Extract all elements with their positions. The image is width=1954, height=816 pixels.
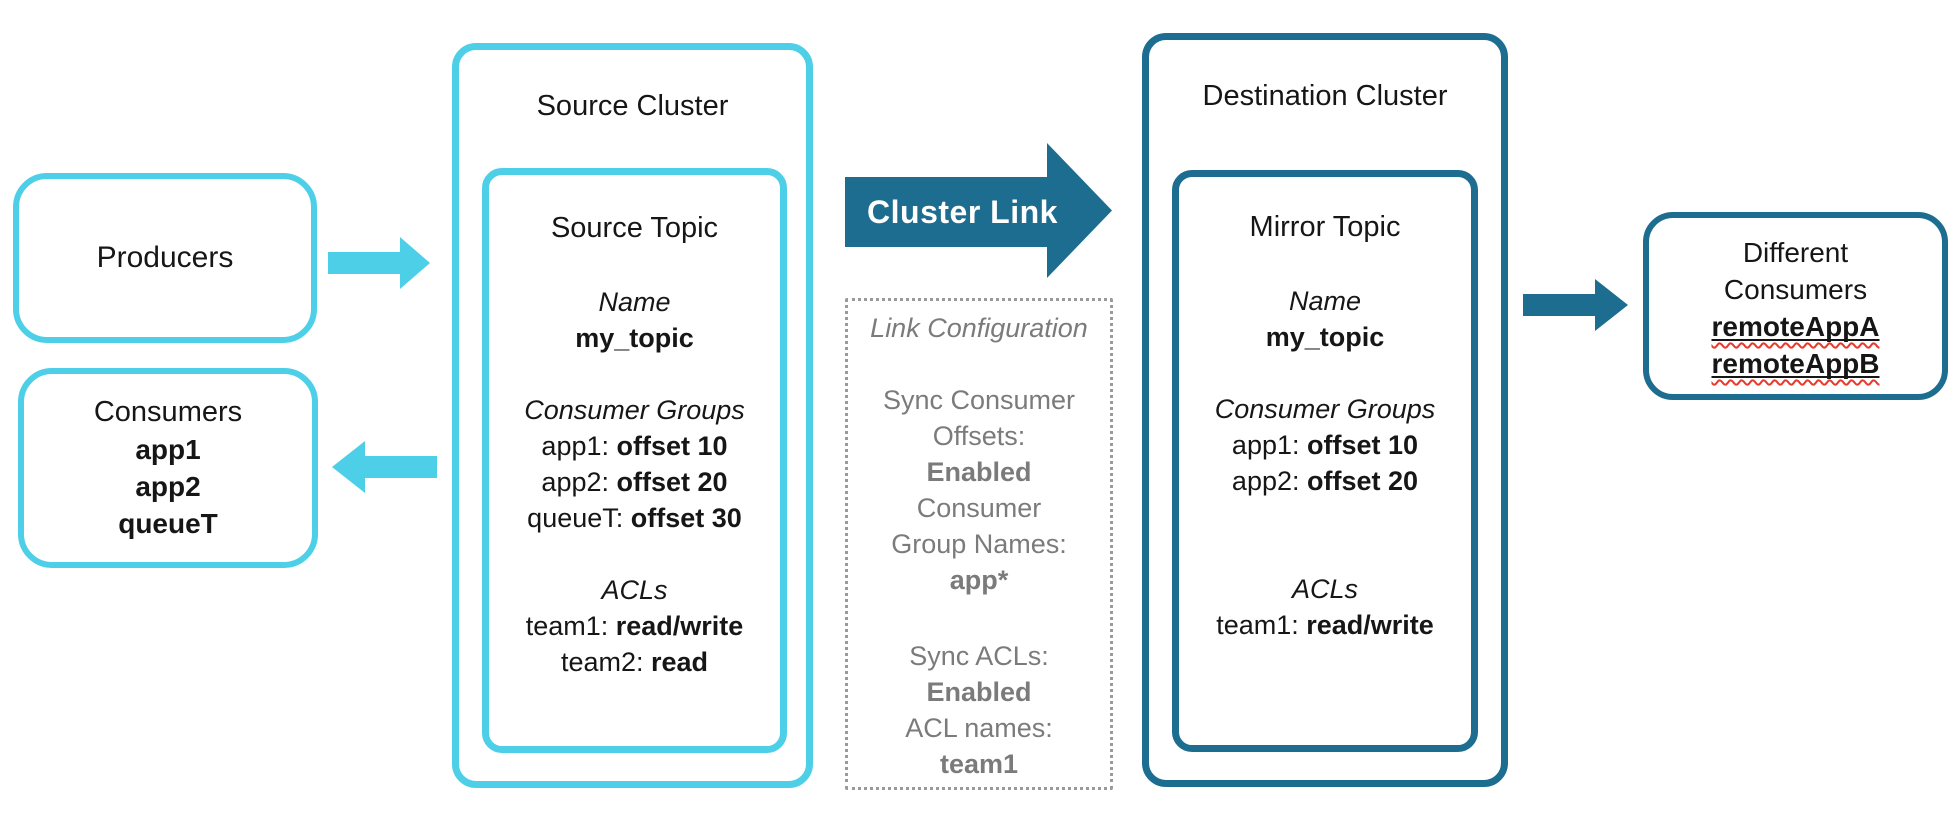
producers-to-source-arrow-icon xyxy=(328,237,430,289)
consumer-group-row: app2: offset 20 xyxy=(1231,466,1419,496)
consumer-group-row: app2: offset 20 xyxy=(541,467,728,497)
link-config-value: team1 xyxy=(939,749,1019,779)
consumer-group-row: app1: offset 10 xyxy=(1231,430,1419,460)
source-cluster-box: Source Cluster Source Topic Name my_topi… xyxy=(452,43,813,788)
acl-row: team2: read xyxy=(560,647,709,677)
consumer-name: app2 xyxy=(135,471,201,502)
topic-name: my_topic xyxy=(1265,322,1385,352)
consumer-name: queueT xyxy=(118,508,218,539)
different-consumers-box: Different Consumers remoteAppA remoteApp… xyxy=(1643,212,1948,400)
link-config-value: Enabled xyxy=(926,677,1032,707)
source-topic-title: Source Topic xyxy=(550,212,719,244)
link-config-line: ACL names: xyxy=(905,713,1053,743)
remote-consumer-name: remoteAppB xyxy=(1711,348,1880,379)
link-config-line: Sync Consumer xyxy=(882,385,1076,415)
name-heading: Name xyxy=(598,287,671,317)
mirror-topic-box: Mirror Topic Name my_topic Consumer Grou… xyxy=(1172,170,1478,752)
different-consumers-title: Consumers xyxy=(1723,274,1868,305)
name-heading: Name xyxy=(1288,286,1362,316)
link-config-line: Sync ACLs: xyxy=(909,641,1049,671)
acl-row: team1: read/write xyxy=(1216,610,1434,640)
destination-cluster-title: Destination Cluster xyxy=(1202,80,1448,112)
destination-to-remote-arrow-icon xyxy=(1523,279,1628,331)
consumer-name: app1 xyxy=(135,434,201,465)
link-config-line: Consumer xyxy=(916,493,1042,523)
acls-heading: ACLs xyxy=(601,575,668,605)
consumers-box: Consumers app1 app2 queueT xyxy=(18,368,318,568)
remote-consumer-name: remoteAppA xyxy=(1711,311,1880,342)
link-configuration-box: Link Configuration Sync Consumer Offsets… xyxy=(845,298,1113,790)
link-config-value: app* xyxy=(949,565,1009,595)
destination-cluster-box: Destination Cluster Mirror Topic Name my… xyxy=(1142,33,1508,787)
cluster-link-arrow-icon xyxy=(845,143,1112,278)
source-to-consumers-arrow-icon xyxy=(332,441,437,493)
consumer-group-row: app1: offset 10 xyxy=(541,431,728,461)
link-configuration-title: Link Configuration xyxy=(870,313,1088,343)
link-config-line: Group Names: xyxy=(891,529,1067,559)
link-config-line: Offsets: xyxy=(932,421,1026,451)
link-config-value: Enabled xyxy=(926,457,1032,487)
cluster-link-label: Cluster Link xyxy=(867,193,1058,230)
acl-row: team1: read/write xyxy=(525,611,744,641)
different-consumers-title: Different xyxy=(1742,237,1849,268)
acls-heading: ACLs xyxy=(1291,574,1359,604)
consumer-groups-heading: Consumer Groups xyxy=(524,395,745,425)
topic-name: my_topic xyxy=(575,323,694,353)
producers-label: Producers xyxy=(96,241,234,274)
consumers-label: Consumers xyxy=(93,396,243,428)
mirror-topic-title: Mirror Topic xyxy=(1249,211,1401,243)
source-topic-box: Source Topic Name my_topic Consumer Grou… xyxy=(482,168,787,753)
producers-box: Producers xyxy=(13,173,317,343)
consumer-groups-heading: Consumer Groups xyxy=(1214,394,1436,424)
consumer-group-row: queueT: offset 30 xyxy=(527,503,742,533)
source-cluster-title: Source Cluster xyxy=(536,90,729,122)
